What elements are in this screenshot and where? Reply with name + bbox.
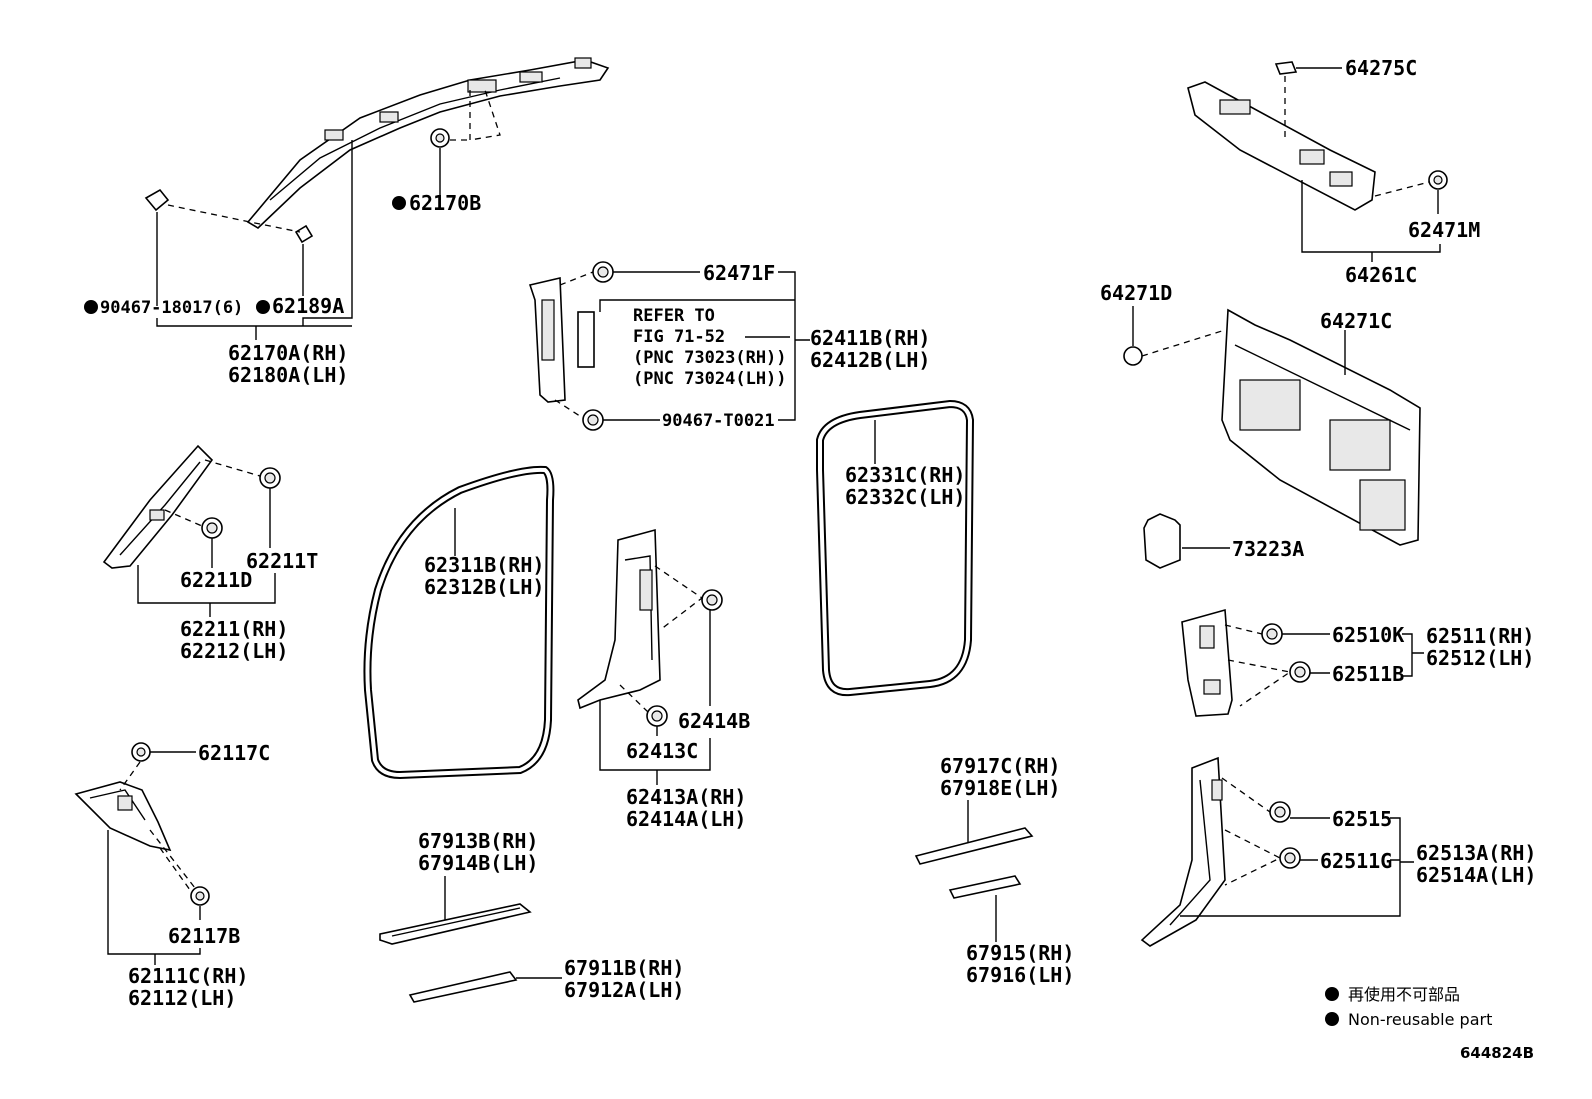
roof-rail-garnish: [246, 57, 610, 229]
label-62332C: 62332C(LH): [845, 485, 965, 509]
label-90467-18017: 90467-18017(6): [100, 298, 243, 318]
label-62414B: 62414B: [678, 709, 750, 733]
front-pillar-garnish: [102, 444, 214, 569]
clip-62211T: [259, 467, 281, 489]
label-62413C: 62413C: [626, 739, 698, 763]
label-67916: 67916(LH): [966, 963, 1074, 987]
label-62412B: 62412B(LH): [810, 348, 930, 372]
label-refer-fig: FIG 71-52: [633, 327, 725, 347]
legend-en: Non-reusable part: [1348, 1010, 1492, 1029]
label-refer-to: REFER TO: [633, 306, 715, 326]
legend: 再使用不可部品 Non-reusable part: [1325, 985, 1492, 1029]
legend-marker-icon: [1325, 987, 1339, 1001]
label-62170A: 62170A(RH): [228, 341, 348, 365]
label-67918E: 67918E(LH): [940, 776, 1060, 800]
back-door-trim-board: [1221, 308, 1421, 546]
center-pillar-garnish: [528, 277, 595, 403]
clip-90467-T0021: [582, 409, 604, 431]
label-62411B: 62411B(RH): [810, 326, 930, 350]
label-62112: 62112(LH): [128, 986, 236, 1010]
label-62111C: 62111C(RH): [128, 964, 248, 988]
label-62117B: 62117B: [168, 924, 240, 948]
clip-62510K: [1261, 623, 1283, 645]
front-door-weatherstrip: [363, 465, 555, 780]
label-67911B: 67911B(RH): [564, 956, 684, 980]
label-62211T: 62211T: [246, 549, 318, 573]
back-door-trim-upper: [1187, 81, 1376, 211]
figure-code: 644824B: [1460, 1044, 1534, 1062]
label-62189A: 62189A: [272, 294, 344, 318]
non-reusable-marker: [256, 300, 270, 314]
label-refer-pnc-rh: (PNC 73023(RH)): [633, 348, 787, 368]
clip-62413C: [646, 705, 668, 727]
label-62510K: 62510K: [1332, 623, 1404, 647]
label-73223A: 73223A: [1232, 537, 1304, 561]
clip-62471F: [592, 261, 614, 283]
label-62511G: 62511G: [1320, 849, 1392, 873]
label-64271D: 64271D: [1100, 281, 1172, 305]
label-62512: 62512(LH): [1426, 646, 1534, 670]
label-62511: 62511(RH): [1426, 624, 1534, 648]
label-64271C: 64271C: [1320, 309, 1392, 333]
quarter-trim-upper: [1181, 608, 1233, 717]
label-67915: 67915(RH): [966, 941, 1074, 965]
label-62413A: 62413A(RH): [626, 785, 746, 809]
non-reusable-marker: [84, 300, 98, 314]
clip-62511B: [1289, 661, 1311, 683]
label-62211: 62211(RH): [180, 617, 288, 641]
label-62471F: 62471F: [703, 261, 775, 285]
label-67913B: 67913B(RH): [418, 829, 538, 853]
label-90467-T0021: 90467-T0021: [662, 411, 775, 431]
non-reusable-marker: [392, 196, 406, 210]
label-67917C: 67917C(RH): [940, 754, 1060, 778]
front-door-scuff-plate: [408, 971, 518, 1003]
label-62170B: 62170B: [409, 191, 481, 215]
label-67912A: 67912A(LH): [564, 978, 684, 1002]
label-62511B: 62511B: [1332, 662, 1404, 686]
clip-62471M: [1428, 170, 1448, 190]
label-62414A: 62414A(LH): [626, 807, 746, 831]
label-67914B: 67914B(LH): [418, 851, 538, 875]
label-64261C: 64261C: [1345, 263, 1417, 287]
rear-scuff-plate: [914, 827, 1034, 865]
clip-62117B: [190, 886, 210, 906]
label-62514A: 62514A(LH): [1416, 863, 1536, 887]
label-62312B: 62312B(LH): [424, 575, 544, 599]
label-62471M: 62471M: [1408, 218, 1480, 242]
clip-62414B: [701, 589, 723, 611]
clip-62511G: [1279, 847, 1301, 869]
clip-62211D: [201, 517, 223, 539]
label-62311B: 62311B(RH): [424, 553, 544, 577]
label-refer-pnc-lh: (PNC 73024(LH)): [633, 369, 787, 389]
label-62211D: 62211D: [180, 568, 252, 592]
front-scuff-plate: [379, 903, 532, 945]
clip-64275C: [1274, 61, 1298, 75]
label-62180A: 62180A(LH): [228, 363, 348, 387]
clip-62189A: [294, 224, 314, 244]
clip-62117C: [131, 742, 151, 762]
label-62331C: 62331C(RH): [845, 463, 965, 487]
quarter-trim-lower: [1140, 756, 1226, 947]
label-62212: 62212(LH): [180, 639, 288, 663]
rear-door-weatherstrip: [816, 399, 975, 697]
label-62513A: 62513A(RH): [1416, 841, 1536, 865]
clip-62515: [1269, 801, 1291, 823]
center-pillar-lower-garnish: [577, 528, 661, 710]
clip-64271D: [1123, 346, 1143, 366]
rear-door-scuff-plate: [948, 875, 1022, 899]
legend-marker-icon: [1325, 1012, 1339, 1026]
legend-jp: 再使用不可部品: [1348, 985, 1460, 1004]
label-62117C: 62117C: [198, 741, 270, 765]
grommet-73223A: [1143, 513, 1181, 569]
label-64275C: 64275C: [1345, 56, 1417, 80]
clip-90467-18017: [144, 188, 170, 212]
label-62515: 62515: [1332, 807, 1392, 831]
cowl-side-trim: [74, 781, 172, 852]
clip-62170B: [430, 128, 450, 148]
